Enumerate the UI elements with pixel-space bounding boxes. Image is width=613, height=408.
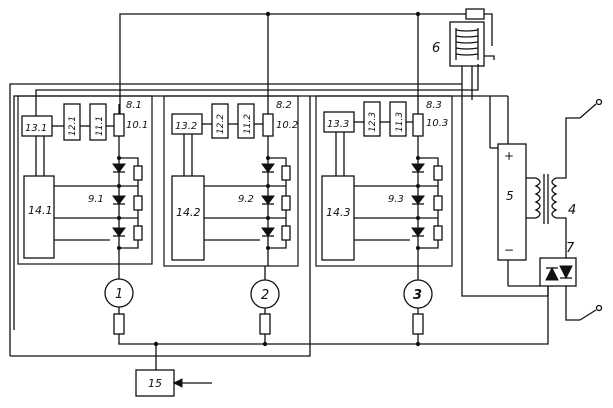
transformer-label: 4: [568, 203, 576, 218]
svg-text:−: −: [504, 243, 514, 257]
channel-2: 13.2 12.2 11.2 8.2 10.2 14.2: [171, 100, 298, 266]
coil-label: 6: [432, 41, 440, 56]
svg-text:10.3: 10.3: [426, 118, 448, 129]
resistor-10-3: [412, 113, 424, 137]
svg-text:11.1: 11.1: [95, 116, 105, 136]
block-14-2: [171, 175, 205, 261]
diode-1b: [112, 195, 126, 205]
block-12-3: [363, 101, 381, 137]
power-unit-5: + 5 −: [490, 95, 527, 286]
channel-3: 13.3 12.3 11.3 8.3 10.3 14.3: [321, 100, 448, 266]
power-box: [497, 143, 527, 261]
svg-text:9.2: 9.2: [238, 194, 254, 205]
channel-1-frame: [17, 95, 153, 265]
block-12-1: [63, 103, 81, 141]
motors: 1 2 3: [104, 266, 549, 347]
block-11-3: [389, 101, 407, 137]
svg-text:8.2: 8.2: [276, 100, 292, 111]
triac-label: 7: [566, 241, 575, 256]
svg-text:11.2: 11.2: [243, 114, 253, 134]
svg-text:10.2: 10.2: [276, 120, 298, 131]
controller-15: 15: [10, 96, 311, 397]
block-14-3: [321, 175, 355, 261]
svg-text:2: 2: [261, 288, 269, 303]
block-11-1: [89, 103, 107, 141]
channel-2-frame: [163, 95, 299, 267]
resistor-10-1: [113, 113, 125, 137]
svg-text:+: +: [504, 149, 514, 163]
svg-text:12.2: 12.2: [216, 114, 226, 134]
coil-6: [449, 21, 495, 100]
svg-text:9.1: 9.1: [88, 194, 104, 205]
triac-7: [461, 80, 603, 321]
diode-1a: [112, 163, 126, 173]
block-12-2: [211, 103, 229, 139]
svg-text:9.3: 9.3: [388, 194, 404, 205]
svg-text:8.3: 8.3: [426, 100, 442, 111]
diode-1c: [112, 227, 126, 237]
channel-1: 13.1 12.1 11.1 8.1 10.1 14.1: [21, 100, 148, 266]
svg-text:14.3: 14.3: [326, 206, 351, 219]
svg-text:12.1: 12.1: [68, 116, 78, 136]
svg-text:13.2: 13.2: [175, 121, 197, 132]
svg-text:10.1: 10.1: [126, 120, 148, 131]
svg-text:13.1: 13.1: [25, 123, 47, 134]
svg-text:1: 1: [115, 287, 123, 302]
resistor-10-2: [262, 113, 274, 137]
channel-3-frame: [315, 95, 453, 267]
block-14-1: [23, 175, 55, 259]
transformer-4: [526, 98, 603, 246]
top-bus: [119, 11, 493, 117]
block-11-2: [237, 103, 255, 139]
svg-text:14.1: 14.1: [28, 204, 53, 217]
svg-text:8.1: 8.1: [126, 100, 142, 111]
svg-text:3: 3: [413, 288, 422, 303]
svg-text:15: 15: [148, 377, 162, 390]
top-resistor: [465, 8, 485, 20]
svg-text:11.3: 11.3: [395, 112, 405, 132]
svg-text:5: 5: [506, 189, 514, 203]
svg-text:12.3: 12.3: [368, 112, 378, 132]
svg-text:13.3: 13.3: [327, 119, 349, 130]
svg-text:14.2: 14.2: [176, 206, 201, 219]
